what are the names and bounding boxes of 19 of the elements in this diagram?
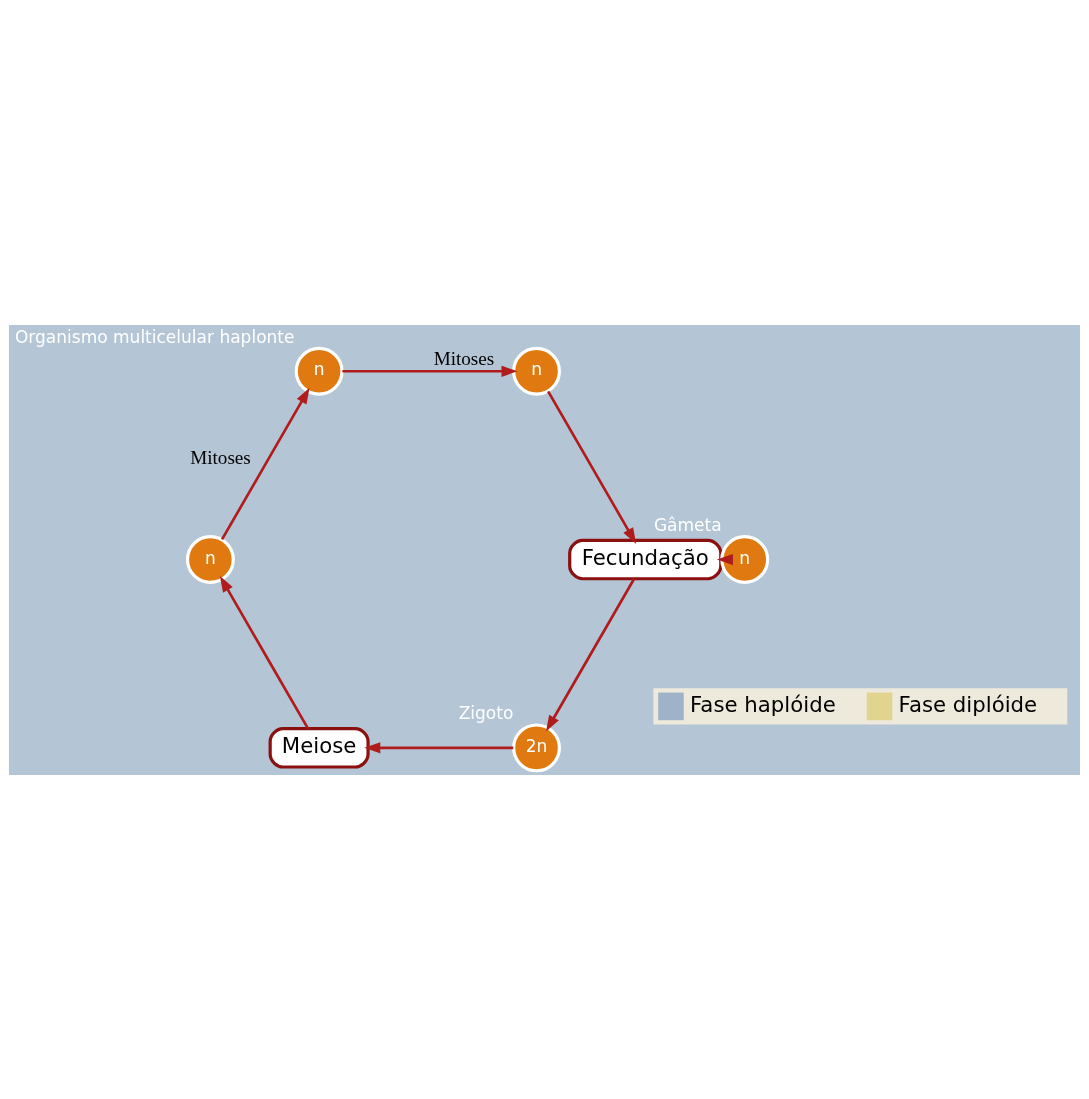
node-circle: 2n [512,722,561,772]
arrow [364,741,514,753]
node-label: Organismo multicelular haplonte [14,326,295,347]
arrow [342,365,518,377]
edge-label: Mitoses [190,446,251,468]
node-circle: n [512,346,561,396]
legend-label: Fase haplóide [690,691,836,717]
arrow [219,575,310,729]
arrow [220,387,310,540]
legend-label: Fase diplóide [898,691,1038,717]
node-label: Zigoto [458,702,514,723]
arrow [546,577,636,731]
node-circle: n [294,346,344,396]
node-box: Meiose [268,726,370,769]
node-label: Gâmeta [653,514,722,535]
edge-label: Mitoses [433,347,495,369]
arrow [547,390,637,544]
node-circle: n [185,534,235,584]
arrow [716,553,733,565]
